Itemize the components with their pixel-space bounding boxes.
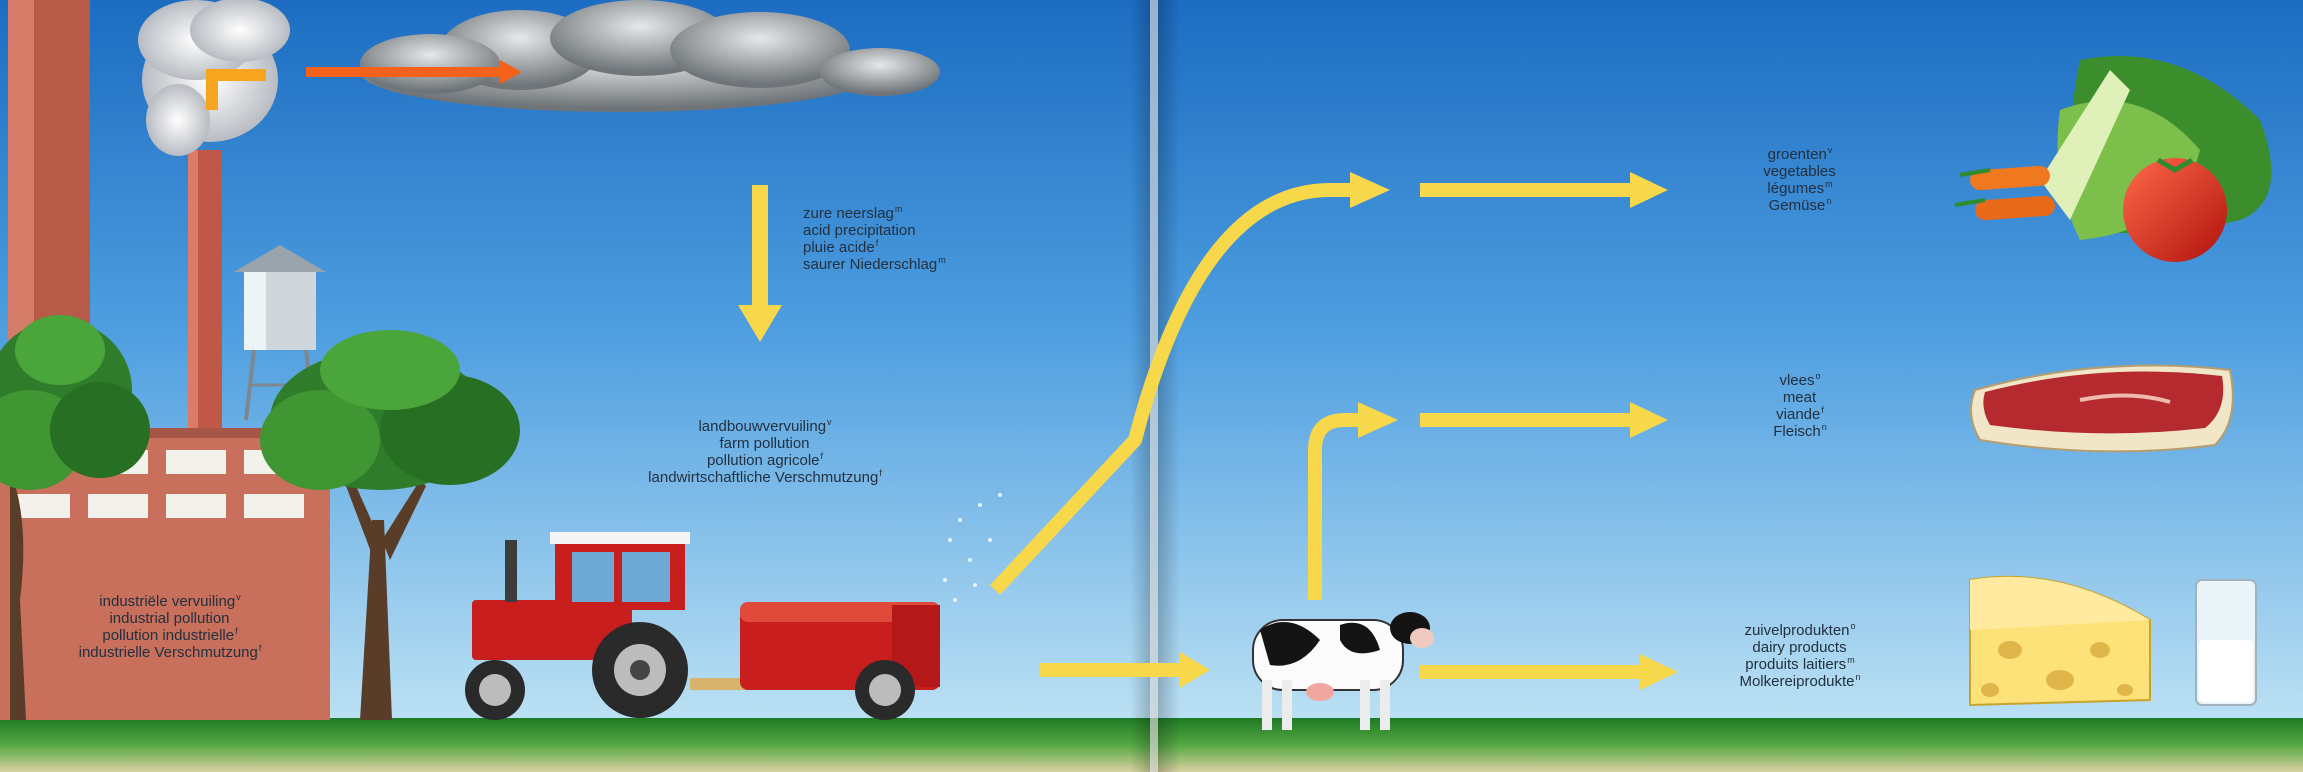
label-industrial-pollution: industriële vervuilingv industrial pollu… xyxy=(40,593,300,661)
label-acid-precipitation: zure neerslagm acid precipitation pluie … xyxy=(803,205,946,273)
label-vegetables: groentenv vegetables légumesm Gemüsen xyxy=(1720,146,1880,214)
label-farm-pollution: landbouwvervuilingv farm pollution pollu… xyxy=(580,418,950,486)
label-meat: vleeso meat viandef Fleischn xyxy=(1730,372,1870,440)
label-dairy-products: zuivelprodukteno dairy products produits… xyxy=(1700,622,1900,690)
glass-of-milk-icon xyxy=(2196,580,2256,705)
